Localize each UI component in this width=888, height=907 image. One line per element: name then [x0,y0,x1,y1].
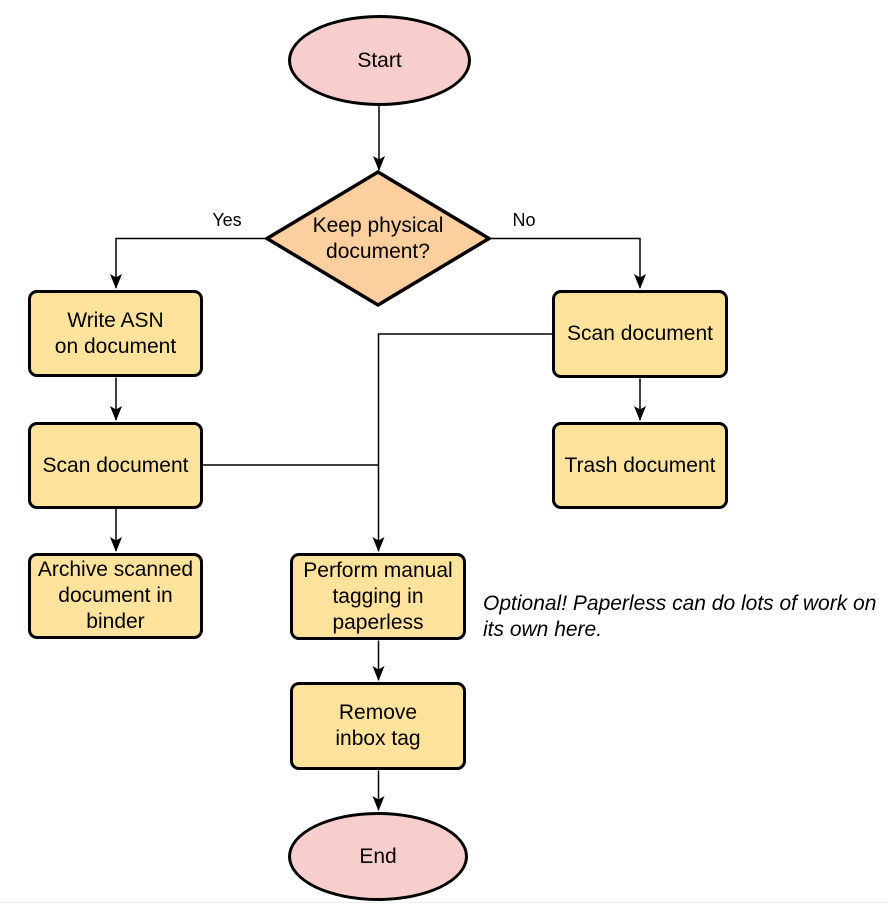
scan-document-left-node: Scan document [28,422,203,509]
decision-diamond-shape [263,169,493,308]
edge-no-to-scan-right [489,237,646,289]
edge-scan-right-to-tagging [372,333,552,552]
edge-label-yes: Yes [212,210,242,230]
remove-inbox-tag-node: Remove inbox tag [290,682,466,770]
manual-tagging-node: Perform manual tagging in paperless [290,553,466,640]
scan-document-right-node: Scan document [552,290,728,378]
edge-yes-to-write-asn [110,237,267,289]
trash-document-node: Trash document [552,422,728,509]
start-node: Start [288,15,471,106]
edge-label-no: No [512,210,536,230]
page-bottom-divider [0,902,888,903]
decision-node-label: Keep physical document? [312,213,444,263]
optional-annotation-note: Optional! Paperless can do lots of work … [483,592,877,641]
end-node: End [288,812,468,901]
archive-document-node: Archive scanned document in binder [28,553,203,639]
write-asn-node: Write ASN on document [28,290,203,377]
